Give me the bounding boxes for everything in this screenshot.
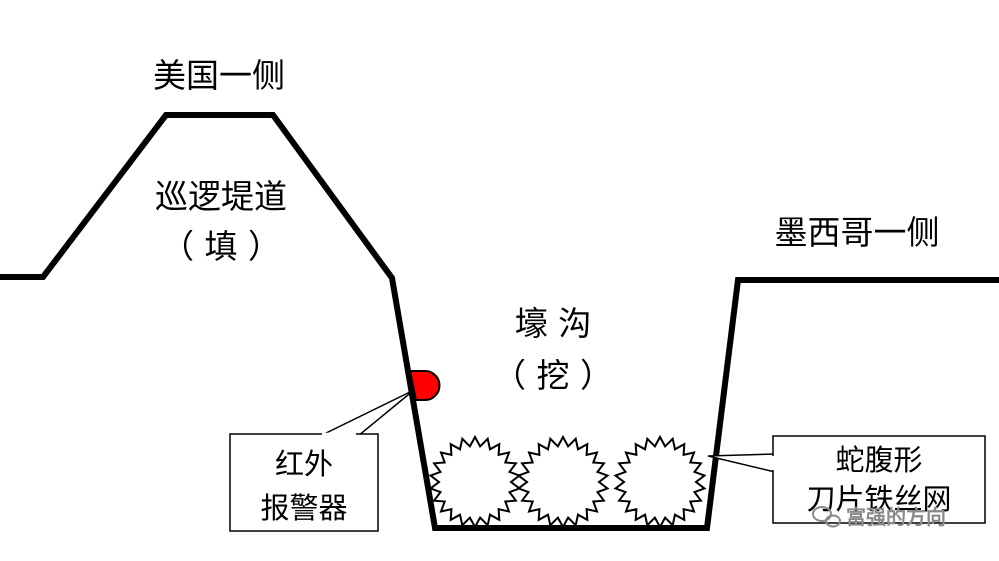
ground-profile-line bbox=[0, 112, 999, 531]
trench-dig-label: （ 挖 ） bbox=[493, 356, 613, 395]
watermark-text: 富强的方向 bbox=[846, 505, 946, 529]
mexico-side-label: 墨西哥一侧 bbox=[775, 213, 940, 252]
ir-alarm-callout-box bbox=[229, 433, 379, 532]
razor-wire-coil bbox=[613, 434, 707, 530]
razor-wire-label: 蛇腹形 bbox=[835, 443, 922, 477]
wechat-icon bbox=[812, 506, 841, 528]
us-side-label: 美国一侧 bbox=[153, 56, 285, 95]
razor-wire-coil bbox=[516, 434, 610, 530]
razor-wire-callout-box bbox=[772, 435, 986, 524]
razor-wire-coil bbox=[428, 434, 522, 530]
ir-alarm-label-2: 报警器 bbox=[260, 491, 347, 525]
trench-label: 壕 沟 bbox=[515, 304, 592, 343]
patrol-road-fill-label: （ 填 ） bbox=[161, 227, 281, 266]
infrared-alarm-icon bbox=[408, 370, 441, 401]
ir-alarm-label: 红外 bbox=[275, 447, 333, 481]
patrol-road-label: 巡逻堤道 bbox=[155, 177, 287, 216]
ir-alarm-callout-pointer bbox=[319, 389, 415, 437]
